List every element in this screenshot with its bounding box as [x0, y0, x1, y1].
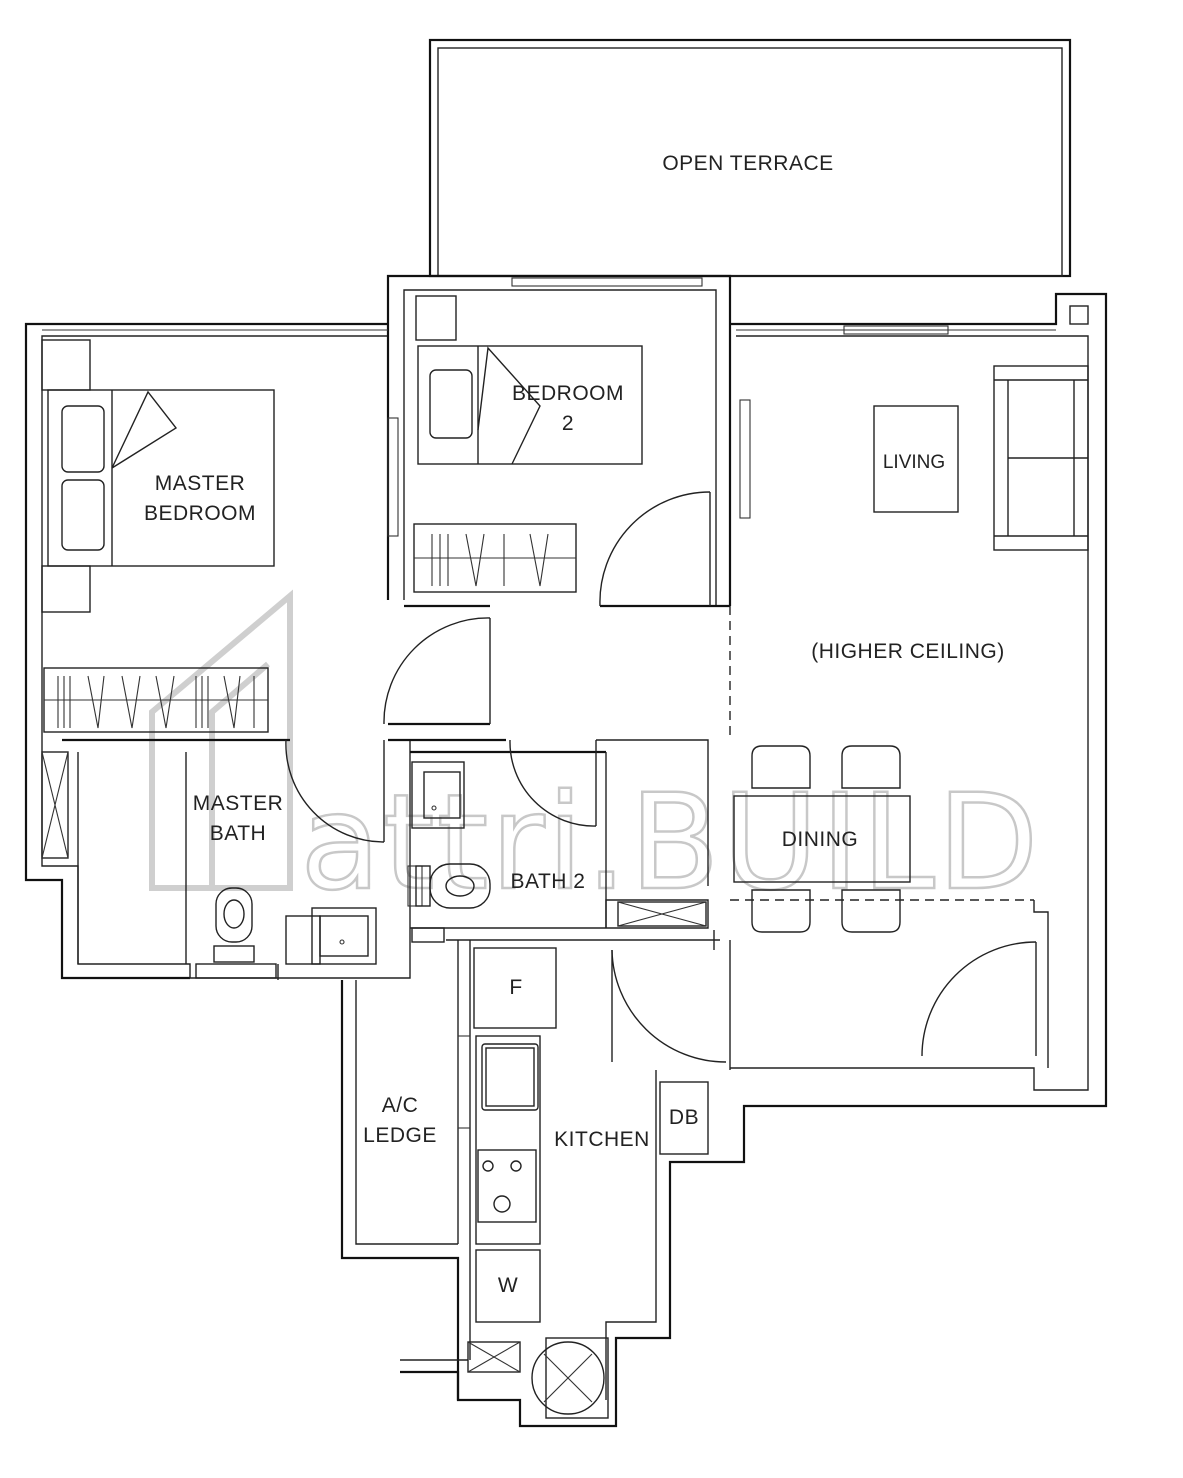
- interior-walls: [62, 295, 1049, 1360]
- master-bed: [41, 339, 275, 613]
- ac-ledge-label-line2: LEDGE: [363, 1124, 437, 1147]
- dining-set: [733, 745, 911, 933]
- higher-ceiling-label: (HIGHER CEILING): [811, 640, 1005, 663]
- bedroom2-label-line2: 2: [562, 412, 574, 435]
- master-bath-label-line1: MASTER: [193, 792, 284, 815]
- fridge-label: F: [509, 976, 522, 999]
- bedroom2-wardrobe: [413, 523, 577, 593]
- master-bath-fixtures: [41, 751, 377, 965]
- bath2-label: BATH 2: [511, 870, 586, 893]
- bath2-fixtures: [411, 761, 707, 927]
- db-label: DB: [669, 1106, 699, 1129]
- doors: [285, 491, 1037, 1063]
- ac-ledge-label-line1: A/C: [382, 1094, 419, 1117]
- dining-label: DINING: [782, 828, 859, 851]
- watermark-text: attri.BUILD: [300, 766, 1041, 920]
- living-label: LIVING: [883, 452, 945, 473]
- kitchen-label: KITCHEN: [554, 1128, 650, 1151]
- master-bedroom-label-line1: MASTER: [155, 472, 246, 495]
- living-table: [873, 405, 959, 513]
- master-wardrobe: [43, 667, 269, 733]
- bedroom2-bed: [417, 345, 643, 465]
- kitchen-fixtures: [467, 947, 709, 1419]
- master-bath-label-line2: BATH: [210, 822, 266, 845]
- living-sofa: [993, 365, 1089, 551]
- washer-label: W: [498, 1274, 518, 1297]
- bedroom2-label-line1: BEDROOM: [512, 382, 624, 405]
- watermark-logo: attri.BUILD: [149, 589, 1041, 921]
- master-bedroom-label-line2: BEDROOM: [144, 502, 256, 525]
- open-terrace: [428, 38, 1072, 278]
- open-terrace-label: OPEN TERRACE: [662, 152, 833, 175]
